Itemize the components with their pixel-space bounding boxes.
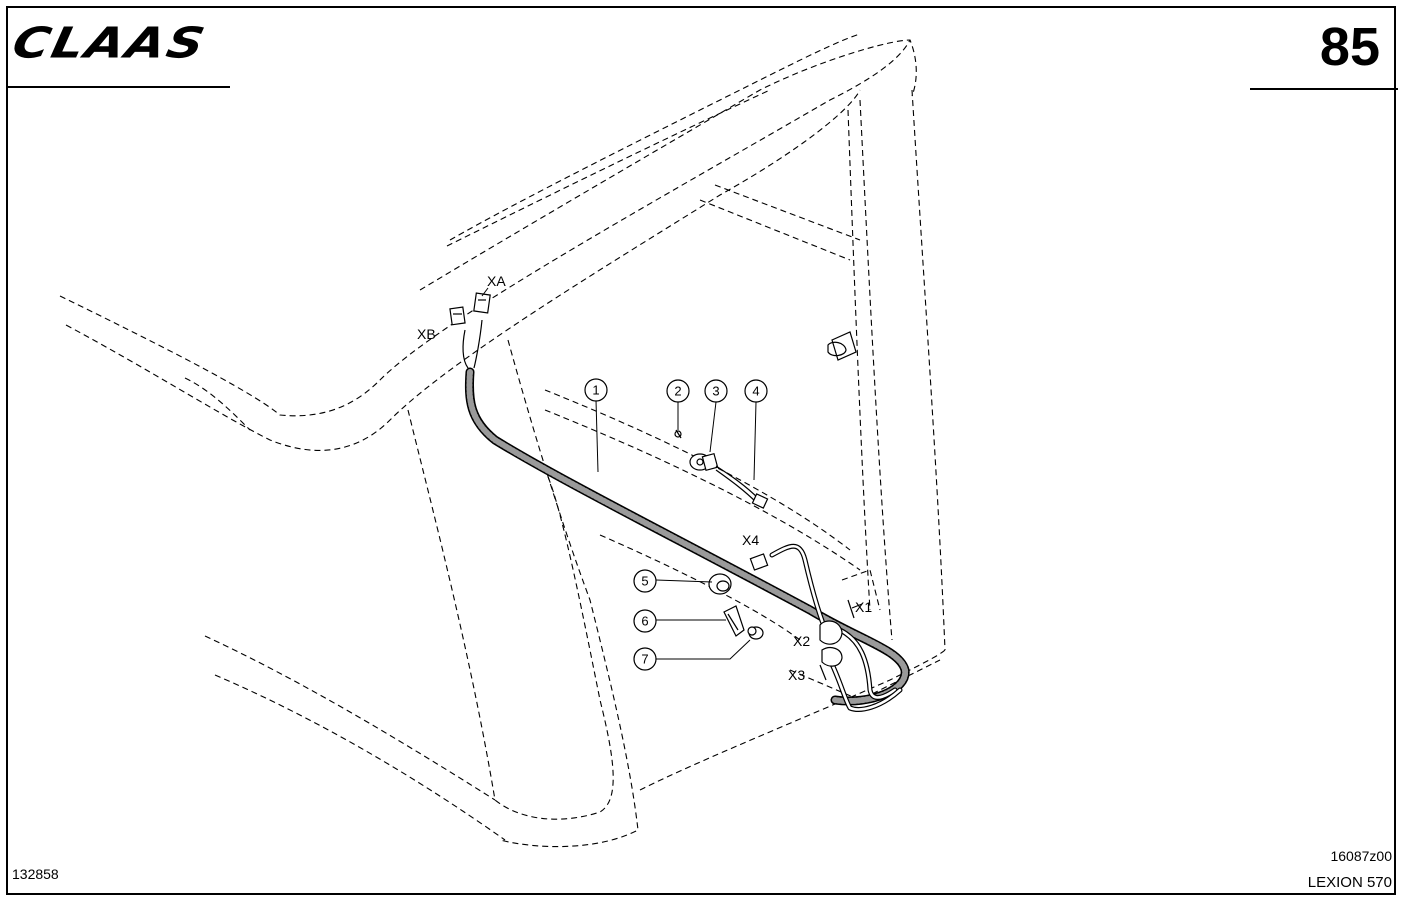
mounting-bracket bbox=[827, 331, 857, 361]
part-4-cable bbox=[715, 465, 769, 509]
branch-wires-lower bbox=[819, 599, 903, 712]
drawing-code: 16087z00 bbox=[1330, 848, 1392, 864]
svg-text:4: 4 bbox=[752, 384, 759, 399]
part-3-sensor bbox=[689, 452, 719, 472]
label-xa: XA bbox=[487, 273, 506, 289]
callout-2: 2 bbox=[666, 379, 690, 403]
callout-4: 4 bbox=[744, 379, 768, 403]
label-x4: X4 bbox=[742, 532, 759, 548]
cab-outline bbox=[59, 33, 946, 848]
page-number: 85 bbox=[1319, 17, 1380, 77]
part-5-grommet bbox=[708, 573, 732, 595]
label-xb: XB bbox=[417, 326, 436, 342]
part-2-screw bbox=[674, 429, 682, 439]
model-name: LEXION 570 bbox=[1307, 874, 1392, 891]
label-x1: X1 bbox=[855, 599, 872, 615]
svg-text:7: 7 bbox=[641, 652, 648, 667]
main-wiring-harness bbox=[462, 319, 910, 706]
callout-1: 1 bbox=[584, 378, 608, 402]
svg-text:2: 2 bbox=[674, 384, 681, 399]
brand-underline bbox=[6, 86, 230, 88]
svg-text:6: 6 bbox=[641, 614, 648, 629]
part-code: 132858 bbox=[12, 866, 59, 882]
callout-3: 3 bbox=[704, 379, 728, 403]
connector-xb bbox=[449, 306, 466, 326]
part-6-clip bbox=[723, 605, 745, 637]
svg-text:3: 3 bbox=[712, 384, 719, 399]
branch-wire-x4 bbox=[749, 543, 833, 643]
page-number-underline bbox=[1250, 88, 1398, 90]
connector-xa bbox=[473, 292, 491, 314]
callout-7: 7 bbox=[633, 647, 657, 671]
svg-text:5: 5 bbox=[641, 574, 648, 589]
svg-text:1: 1 bbox=[592, 383, 599, 398]
callout-5: 5 bbox=[633, 569, 657, 593]
label-x3: X3 bbox=[788, 667, 805, 683]
sheet-border bbox=[6, 6, 1396, 895]
part-7-plug bbox=[747, 626, 764, 640]
callout-6: 6 bbox=[633, 609, 657, 633]
label-x2: X2 bbox=[793, 633, 810, 649]
leader-lines bbox=[481, 287, 863, 660]
